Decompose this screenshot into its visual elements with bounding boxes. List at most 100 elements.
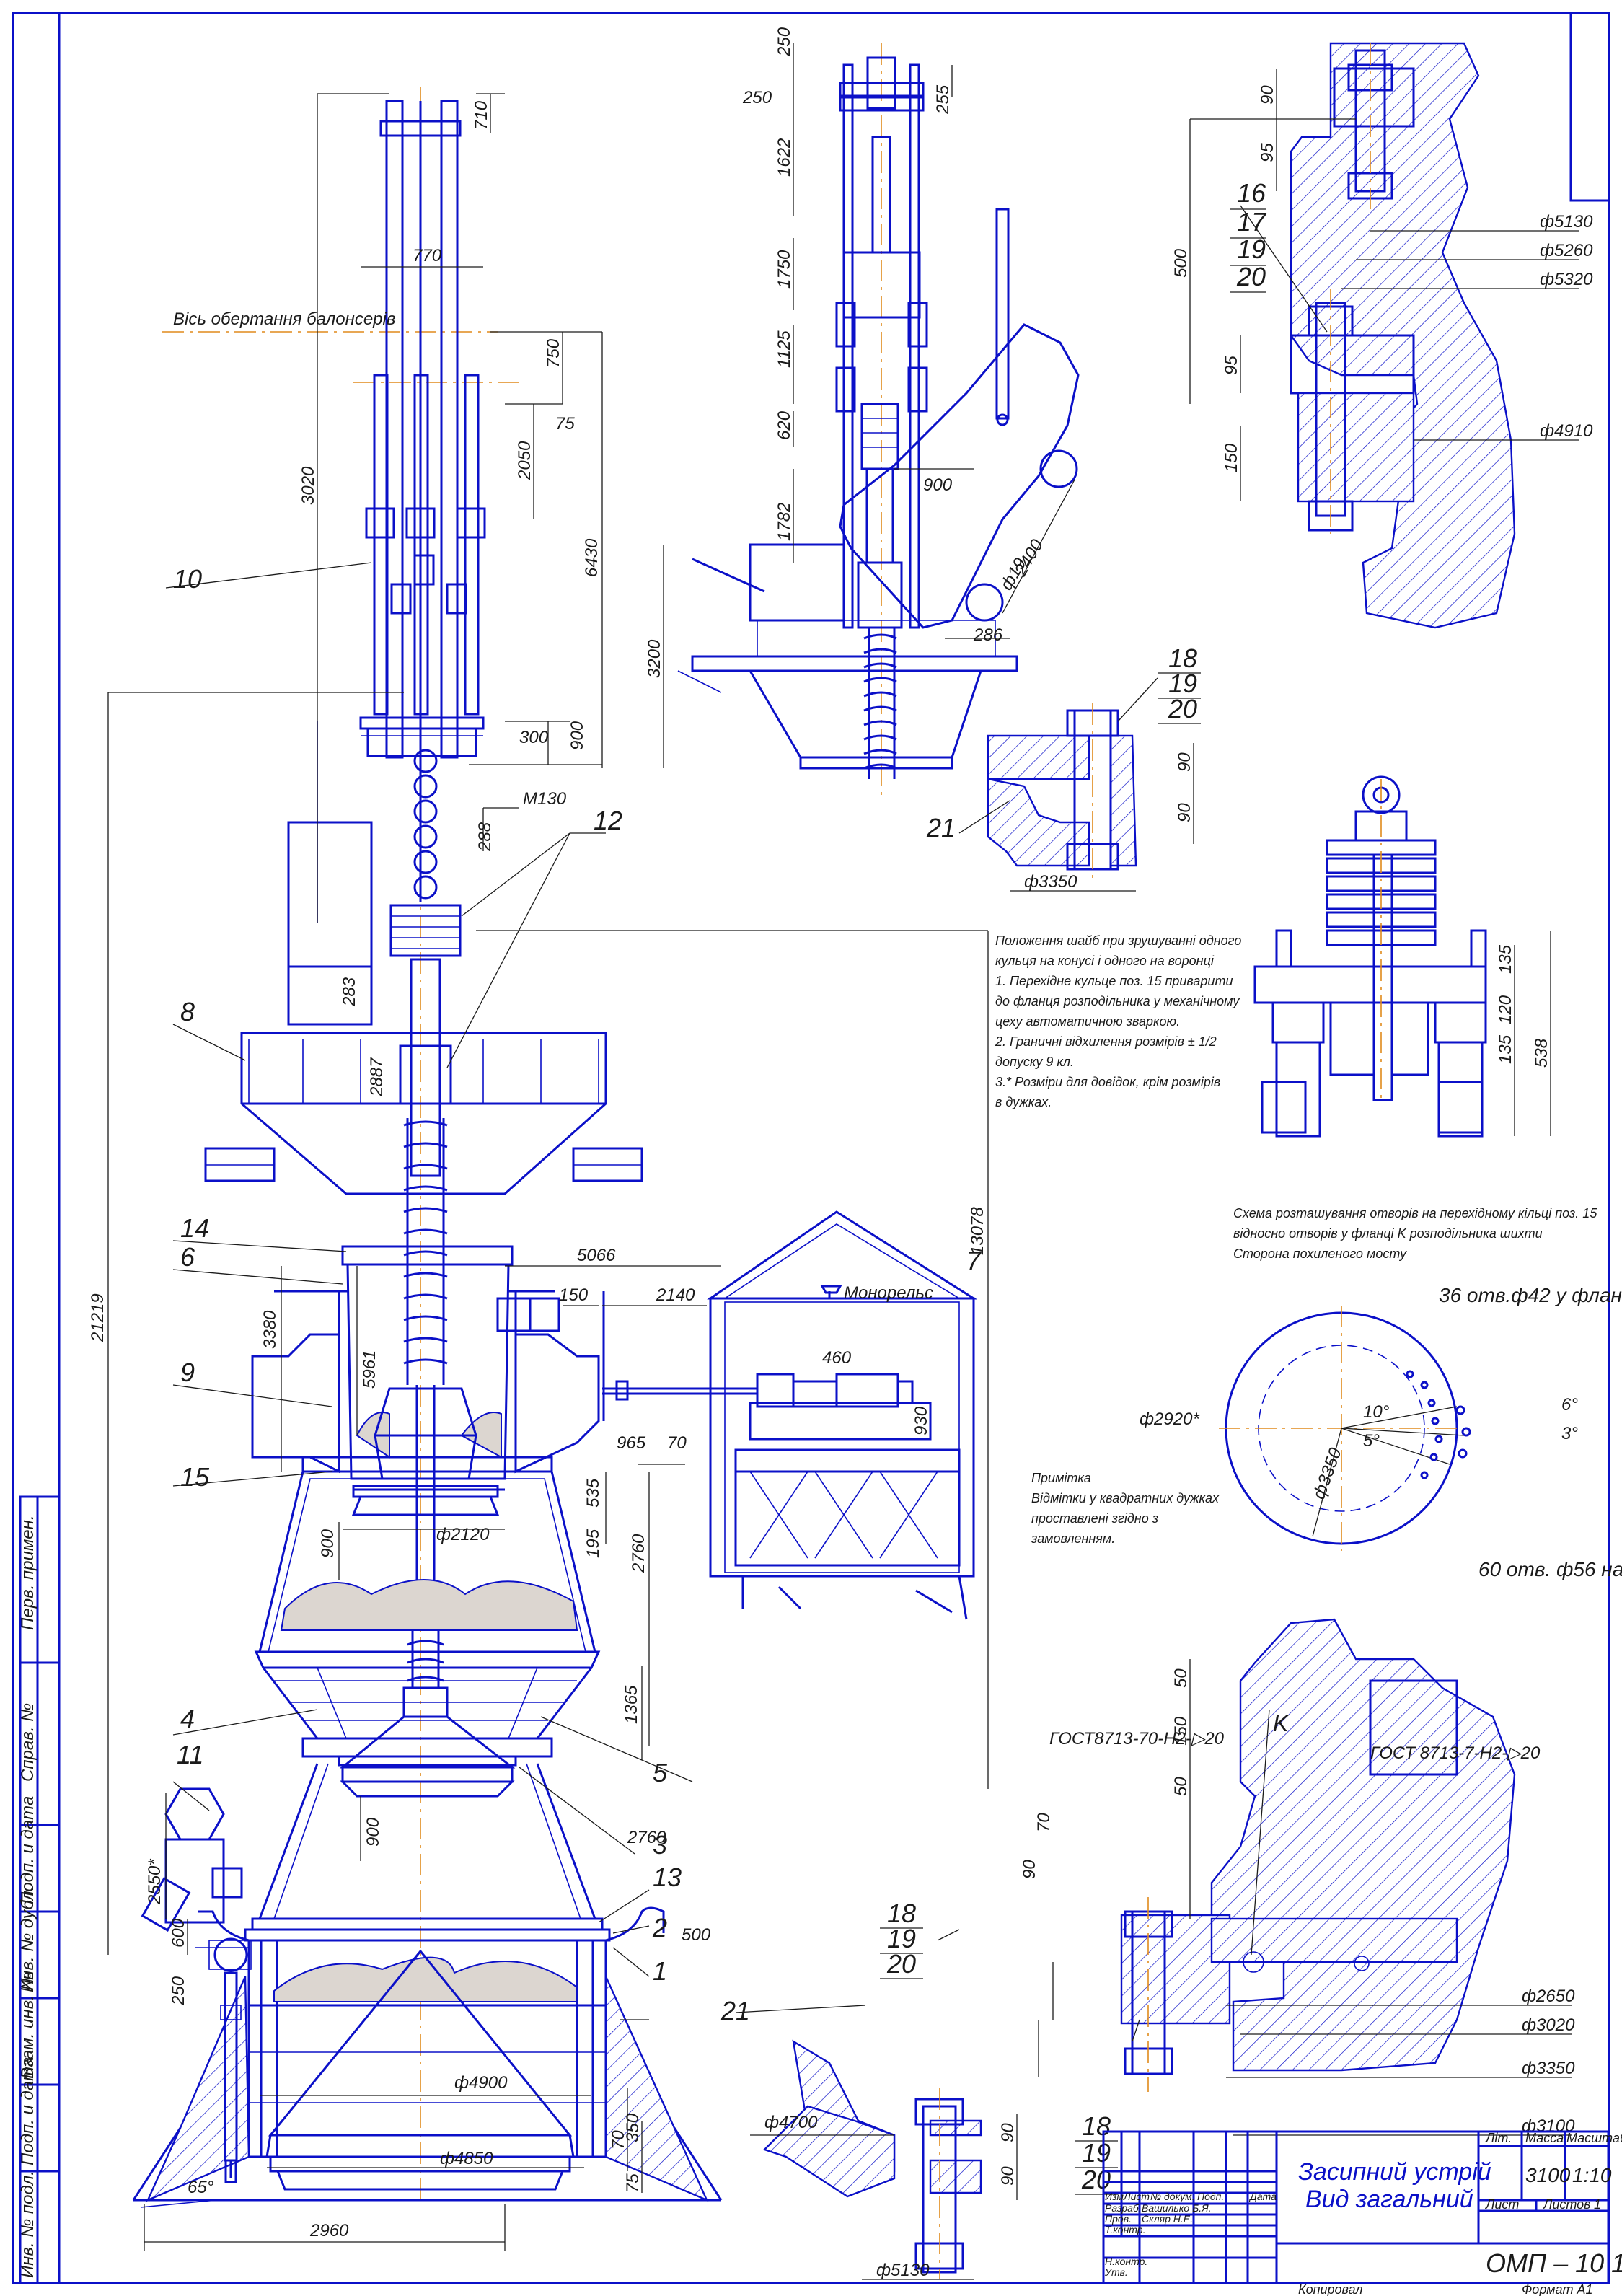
dim-body-2140: 2140 <box>656 1285 695 1305</box>
callout-groups: 16 17 19 20 18 19 20 18 19 20 18 19 20 2… <box>720 178 1267 2195</box>
dim-low-75: 75 <box>623 2173 643 2193</box>
dim-body-1365: 1365 <box>622 1685 641 1724</box>
dim-rm-f3350: ф3350 <box>1024 872 1077 892</box>
dim-rt-f5130: ф5130 <box>1540 212 1593 232</box>
dim-body-3380: 3380 <box>260 1310 280 1349</box>
tb-mass-value: 3100 <box>1525 2164 1571 2186</box>
part-label-12: 12 <box>594 806 622 835</box>
callout-c-3: 20 <box>886 1949 916 1979</box>
tb-lit-header: Літ. <box>1485 2131 1512 2145</box>
dim-body-21219: 21219 <box>88 1293 107 1342</box>
part-label-11: 11 <box>177 1740 203 1769</box>
part-label-14: 14 <box>180 1213 209 1243</box>
dim-top-255: 255 <box>933 84 953 115</box>
note-line-6: 2. Граничні відхилення розмірів ± 1/2 <box>995 1034 1217 1049</box>
bottom-bolt-detail <box>762 2039 982 2279</box>
tb-sheets-header: Листов <box>1543 2197 1591 2212</box>
stamp-cell-1: Перв. примен. <box>18 1515 38 1630</box>
dim-top-3200: 3200 <box>645 639 664 678</box>
mast-rods <box>359 100 486 957</box>
stamp-cell-5: Взам. инв. № <box>18 1972 38 2079</box>
dim-circ-3: 3° <box>1561 1424 1578 1443</box>
dim-rt-90: 90 <box>1258 85 1277 105</box>
dim-rd-135a: 135 <box>1496 944 1515 974</box>
dim-rb-f3020: ф3020 <box>1522 2015 1575 2035</box>
callout-b-3: 20 <box>1168 694 1197 723</box>
dim-mast-750: 750 <box>544 338 563 368</box>
part-label-13: 13 <box>653 1862 682 1892</box>
side-note-4: замовленням. <box>1031 1531 1115 1546</box>
side-note-2: Відмітки у квадратних дужках <box>1031 1491 1220 1505</box>
dim-rb-50b: 50 <box>1171 1777 1191 1796</box>
notes-main: Положення шайб при зрушуванні одного кул… <box>995 933 1241 1109</box>
dim-mast-2887: 2887 <box>367 1057 387 1097</box>
part-label-5: 5 <box>653 1758 668 1787</box>
stamp-cell-7: Инв. № подл. <box>18 2170 38 2278</box>
dim-top-250b: 250 <box>742 88 772 107</box>
dim-rd-120: 120 <box>1496 995 1515 1024</box>
flange-k-label: K <box>1273 1710 1290 1736</box>
side-note-3: проставлені згідно з <box>1031 1511 1158 1526</box>
dim-low-65deg: 65° <box>188 2178 214 2197</box>
note-line-8: 3.* Розміри для довідок, крім розмірів <box>995 1075 1220 1089</box>
dim-circ-f2920: ф2920* <box>1140 1409 1199 1429</box>
dim-body-195: 195 <box>583 1529 603 1558</box>
dim-low-2550: 2550* <box>145 1859 164 1905</box>
part-label-10: 10 <box>173 564 202 594</box>
dim-top-1622: 1622 <box>775 138 794 177</box>
top-center-view <box>677 43 1080 801</box>
callout-b-1: 18 <box>1168 643 1197 673</box>
main-assembly <box>132 87 978 2208</box>
dim-low-600: 600 <box>169 1918 188 1948</box>
dim-body-535: 535 <box>583 1478 603 1508</box>
part-label-15: 15 <box>180 1462 210 1492</box>
dim-mast-3020: 3020 <box>299 466 318 505</box>
dim-top-250a: 250 <box>775 27 794 57</box>
callout-a-4: 20 <box>1236 262 1266 291</box>
callout-b-2: 19 <box>1168 669 1197 698</box>
rotation-axis-label: Вісь обертання балонсерів <box>173 309 395 329</box>
dim-body-150: 150 <box>559 1285 589 1305</box>
middle-section <box>254 1470 601 1798</box>
tb-header-date: Дата <box>1248 2191 1277 2202</box>
winch-house <box>602 1210 978 1620</box>
dim-top-286: 286 <box>973 625 1003 645</box>
dim-top-1125: 1125 <box>775 330 794 368</box>
dim-circ-10: 10° <box>1363 1402 1390 1422</box>
tb-title-2: Вид загальний <box>1305 2186 1473 2213</box>
tb-mass-header: Масса <box>1525 2131 1564 2145</box>
tb-scale-value: 1:10 <box>1572 2164 1612 2186</box>
upper-hopper <box>204 1032 643 1195</box>
tb-row-prov: Пров. <box>1105 2213 1132 2225</box>
dim-mast-288: 288 <box>475 822 495 852</box>
note-line-5: цеху автоматичною зваркою. <box>995 1014 1180 1029</box>
callout-21-b: 21 <box>720 1996 750 2026</box>
dim-mast-6430: 6430 <box>582 538 601 577</box>
dim-low-250: 250 <box>169 1976 188 2006</box>
part-label-4: 4 <box>180 1704 195 1733</box>
dim-rb-f3350: ф3350 <box>1522 2059 1575 2078</box>
dim-low-f4900: ф4900 <box>454 2073 508 2093</box>
callout-a-3: 19 <box>1237 234 1266 264</box>
drawing-frame <box>12 12 1610 2284</box>
dim-rb-150: 150 <box>1171 1716 1191 1746</box>
dim-top-620: 620 <box>775 410 794 440</box>
tb-checker: Скляр Н.Е. <box>1142 2213 1193 2225</box>
note-line-3: 1. Перехідне кульце поз. 15 приварити <box>995 974 1233 988</box>
leader-lines <box>165 205 1328 2042</box>
notes-circle: Схема розташування отворів на перехідном… <box>1233 1206 1597 1261</box>
tb-sheet-value: 1 <box>1594 2197 1601 2212</box>
dim-body-965: 965 <box>617 1433 646 1453</box>
tb-header-doc: № докум. <box>1150 2191 1195 2202</box>
weld-label-2: ГОСТ 8713-7-Н2-▷20 <box>1370 1743 1541 1763</box>
dim-circ-f3350: ф3350 <box>1309 1445 1346 1502</box>
tb-format: Формат А1 <box>1522 2282 1593 2296</box>
dim-rt-95b: 95 <box>1222 356 1241 375</box>
hole-circle-scheme <box>1219 1306 1471 1551</box>
tb-code: ОМП – 10 1/9 <box>1486 2248 1622 2278</box>
tb-scale-header: Масштаб <box>1566 2131 1622 2145</box>
note-line-4: до фланця розподільника у механічному <box>995 994 1240 1008</box>
stamp-cell-4: Инв. № дубл. <box>18 1886 38 1992</box>
callout-c-2: 19 <box>887 1924 916 1953</box>
